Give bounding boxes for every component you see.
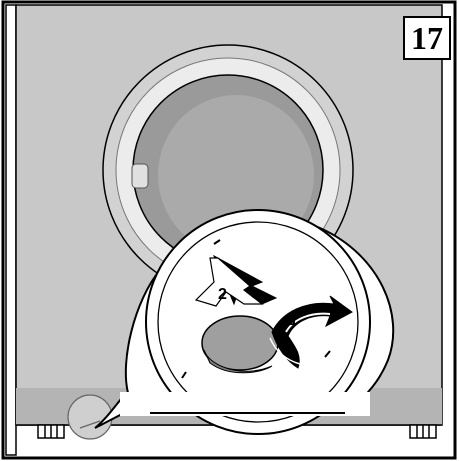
callout-1: 1 (289, 312, 298, 330)
right-foot (410, 425, 436, 438)
door-latch (132, 164, 148, 188)
left-foot (38, 425, 64, 438)
cabinet-side-edge (6, 5, 16, 455)
callout-2: 2 (218, 286, 227, 304)
step-number-label: 17 (403, 16, 451, 60)
